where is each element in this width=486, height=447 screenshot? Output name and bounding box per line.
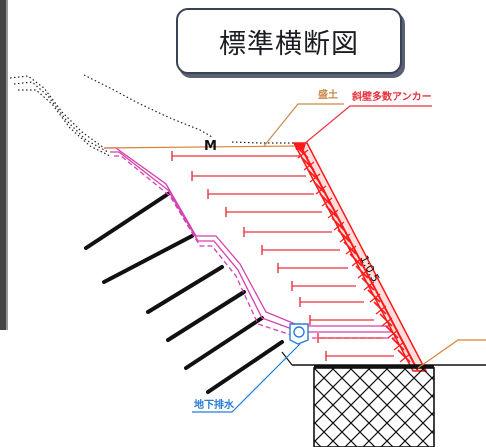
base-leader — [417, 339, 486, 369]
existing-ground-dotted — [9, 74, 296, 157]
drain-pipe — [289, 323, 309, 345]
reinforcement-strips — [172, 155, 394, 357]
ground-anchors — [84, 192, 284, 394]
fill-top-line — [103, 145, 297, 149]
page-title: 標準横断図 — [219, 28, 359, 60]
rock-foundation — [313, 367, 435, 447]
strip-end-ticks — [171, 151, 327, 361]
ground-line-end — [281, 351, 293, 366]
anchor-label: 斜壁多数アンカー — [351, 90, 432, 103]
backfill-boundary — [104, 147, 400, 339]
mark-label: M — [204, 139, 217, 154]
drain-leader — [192, 343, 301, 413]
drain-label: 地下排水 — [194, 398, 235, 411]
title-box: 標準横断図 — [176, 8, 402, 74]
left-edge-strip — [0, 0, 8, 330]
anchor-leader — [303, 105, 432, 145]
fill-label: 盛土 — [318, 88, 338, 101]
fill-leader — [263, 103, 344, 147]
